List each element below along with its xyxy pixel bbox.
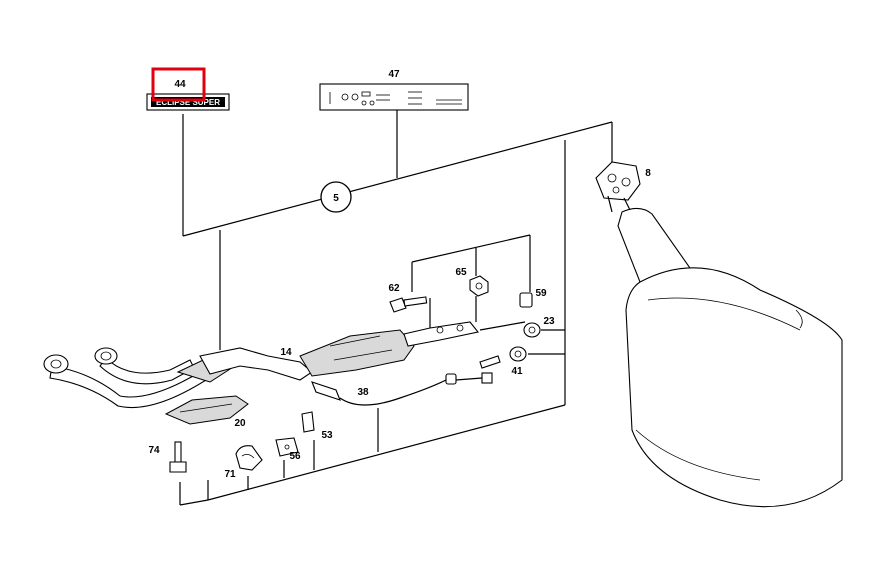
callout-56: 56 xyxy=(289,451,301,462)
callout-23: 23 xyxy=(543,316,555,327)
part-front-downpipe[interactable] xyxy=(43,347,207,409)
callout-74: 74 xyxy=(148,445,160,456)
part-65-nut[interactable]: 65 xyxy=(455,267,489,297)
callout-8: 8 xyxy=(645,168,651,179)
callout-14: 14 xyxy=(280,347,292,358)
part-8-rear-hanger[interactable]: 8 xyxy=(595,161,651,213)
part-71-clamp[interactable]: 71 xyxy=(224,445,263,480)
part-47-info-plate[interactable]: 47 xyxy=(319,69,469,111)
callout-38: 38 xyxy=(357,387,369,398)
label-44-text: ECLIPSE SUPER xyxy=(156,98,220,107)
part-74-bolt[interactable]: 74 xyxy=(148,441,187,473)
part-41-grommet[interactable]: 41 xyxy=(479,346,527,377)
part-44-label-plate[interactable]: ECLIPSE SUPER 44 xyxy=(146,67,230,111)
part-23-rubber-mount[interactable]: 23 xyxy=(523,316,555,338)
highlight-box xyxy=(151,67,206,102)
leader-lines xyxy=(179,110,613,506)
callout-53: 53 xyxy=(321,430,333,441)
part-53-bracket[interactable]: 53 xyxy=(301,411,333,441)
callout-5-circle[interactable]: 5 xyxy=(320,181,352,213)
callout-62: 62 xyxy=(388,283,400,294)
callout-47: 47 xyxy=(388,69,400,80)
part-14-catalytic-converter[interactable]: 14 xyxy=(176,321,479,383)
rear-muffler[interactable] xyxy=(617,207,843,508)
part-56-clip[interactable]: 56 xyxy=(275,437,301,462)
callout-59: 59 xyxy=(535,288,547,299)
callout-5: 5 xyxy=(333,193,339,204)
part-38-oxygen-sensor[interactable]: 38 xyxy=(311,372,493,406)
callout-44: 44 xyxy=(174,79,186,90)
part-59-sleeve[interactable]: 59 xyxy=(519,288,547,308)
callout-41: 41 xyxy=(511,366,523,377)
part-62-bolt[interactable]: 62 xyxy=(388,283,428,313)
callout-20: 20 xyxy=(234,418,246,429)
part-20-heat-shield[interactable]: 20 xyxy=(164,395,249,429)
callout-71: 71 xyxy=(224,469,236,480)
callout-65: 65 xyxy=(455,267,467,278)
